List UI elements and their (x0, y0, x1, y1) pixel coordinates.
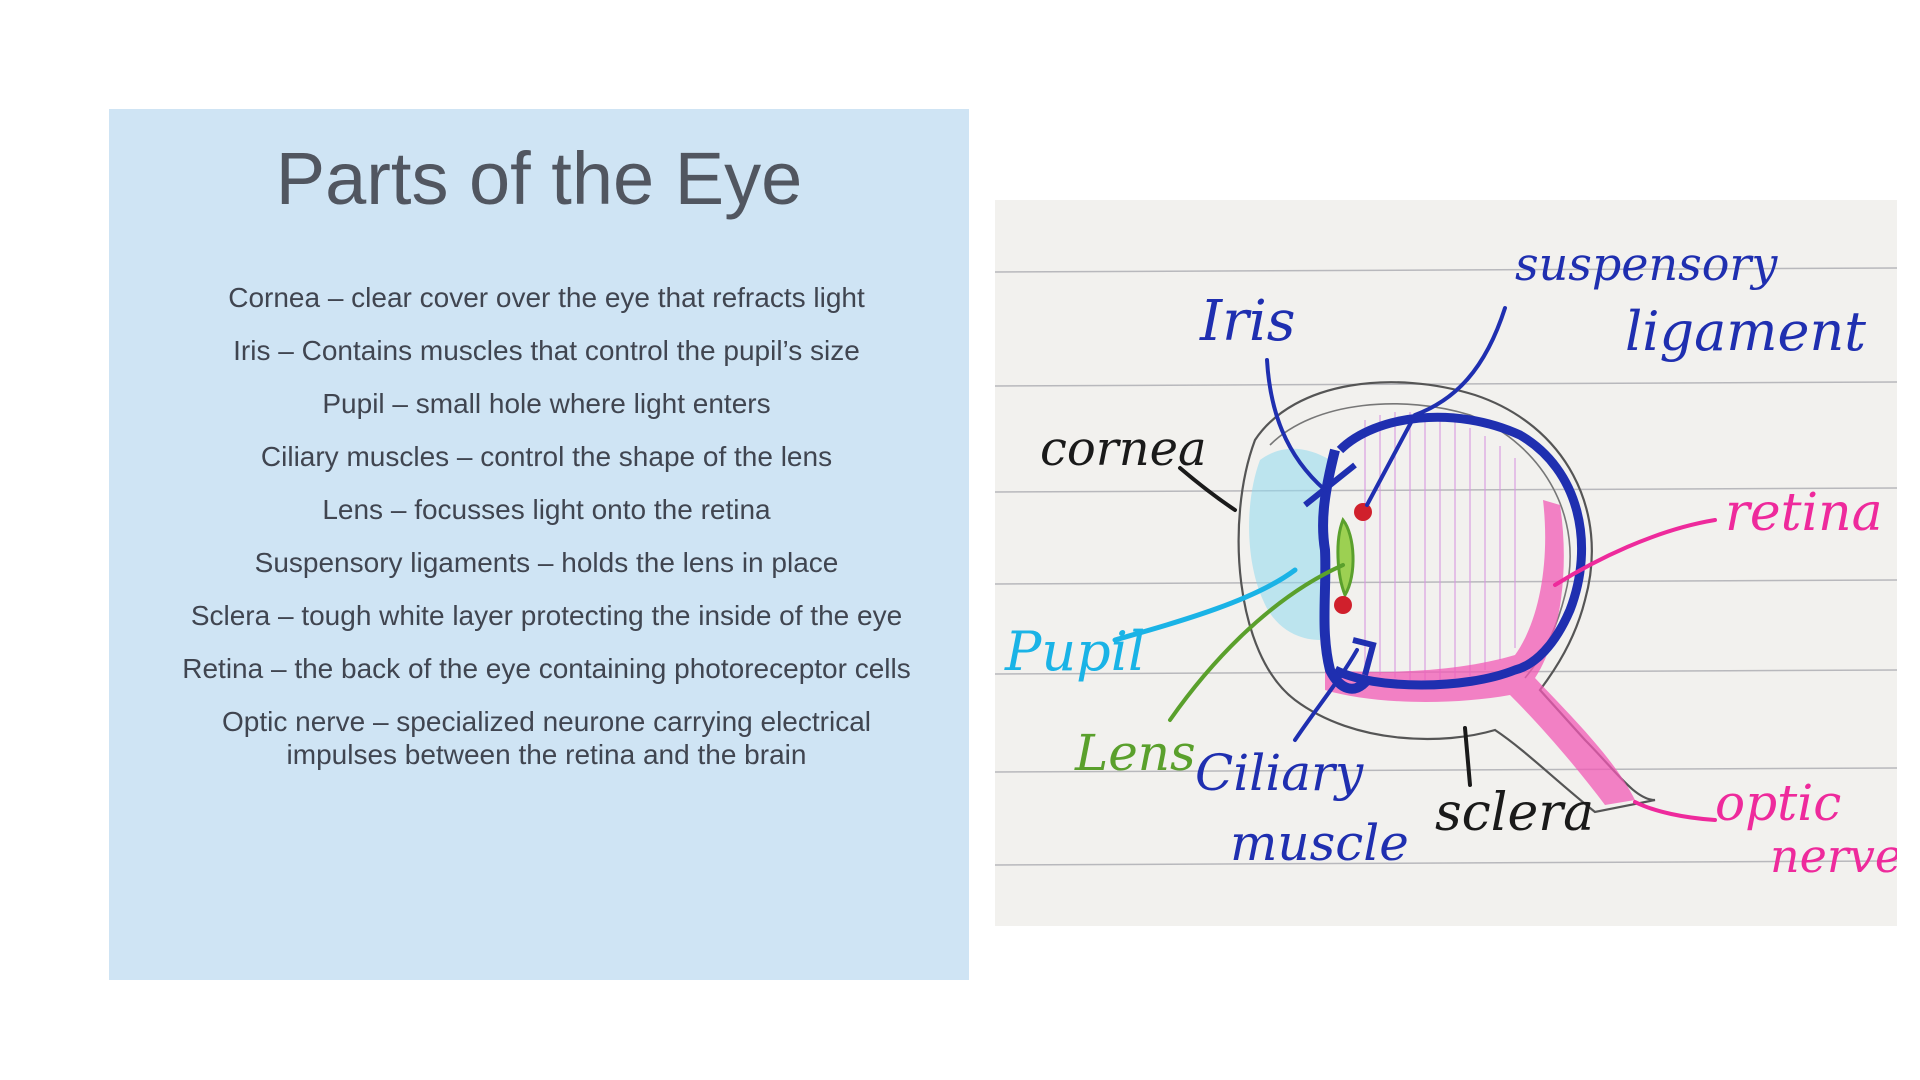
definition-retina: Retina – the back of the eye containing … (182, 653, 911, 684)
optic-nerve-leader (1633, 800, 1717, 822)
iris-front (1318, 448, 1371, 694)
label-suspensory: suspensory (1515, 237, 1778, 291)
sclera-leader (1463, 726, 1472, 787)
definition-list: Cornea – clear cover over the eye that r… (179, 281, 914, 791)
definition-lens: Lens – focusses light onto the retina (322, 494, 771, 525)
label-iris: Iris (1199, 289, 1296, 354)
definition-optic-nerve: Optic nerve – specialized neurone carryi… (222, 706, 871, 770)
label-pupil: Pupil (1004, 620, 1145, 683)
label-retina: retina (1725, 483, 1883, 543)
label-muscle: muscle (1230, 814, 1409, 872)
label-cornea: cornea (1040, 421, 1207, 477)
text-panel: Parts of the Eye Cornea – clear cover ov… (109, 109, 969, 980)
cornea-leader (1178, 466, 1237, 512)
definition-iris: Iris – Contains muscles that control the… (233, 335, 860, 366)
retina-leader (1553, 518, 1717, 587)
eye-diagram: Iris suspensory ligament cornea retina P… (995, 237, 1897, 883)
choroid-layer (1332, 412, 1586, 690)
definition-ciliary-muscles: Ciliary muscles – control the shape of t… (260, 441, 833, 472)
definition-sclera: Sclera – tough white layer protecting th… (190, 600, 903, 631)
label-lens: Lens (1074, 724, 1196, 782)
ciliary-leader (1293, 648, 1359, 742)
definition-cornea: Cornea – clear cover over the eye that r… (228, 282, 865, 313)
ciliary-dot-top (1354, 503, 1372, 521)
label-ligament: ligament (1625, 300, 1866, 363)
definition-pupil: Pupil – small hole where light enters (322, 388, 771, 419)
vitreous-hatching (1364, 412, 1516, 680)
retina-layer (1325, 500, 1635, 805)
lens (1336, 517, 1355, 599)
label-ciliary: Ciliary (1195, 744, 1364, 802)
label-sclera: sclera (1435, 783, 1594, 843)
definition-suspensory-ligaments: Suspensory ligaments – holds the lens in… (254, 547, 839, 578)
lens-leader (1168, 563, 1345, 722)
ciliary-dot-bottom (1334, 596, 1352, 614)
pupil-leader (1112, 567, 1298, 643)
iris-leader (1265, 358, 1327, 492)
slide-title: Parts of the Eye (275, 137, 803, 220)
iris-flap (1303, 462, 1377, 676)
cornea-region (1249, 448, 1330, 640)
eye-diagram-photo: Iris suspensory ligament cornea retina P… (995, 200, 1897, 926)
suspensory-leader (1365, 306, 1507, 507)
label-optic: optic (1715, 774, 1841, 832)
label-nerve: nerve (1770, 829, 1897, 883)
